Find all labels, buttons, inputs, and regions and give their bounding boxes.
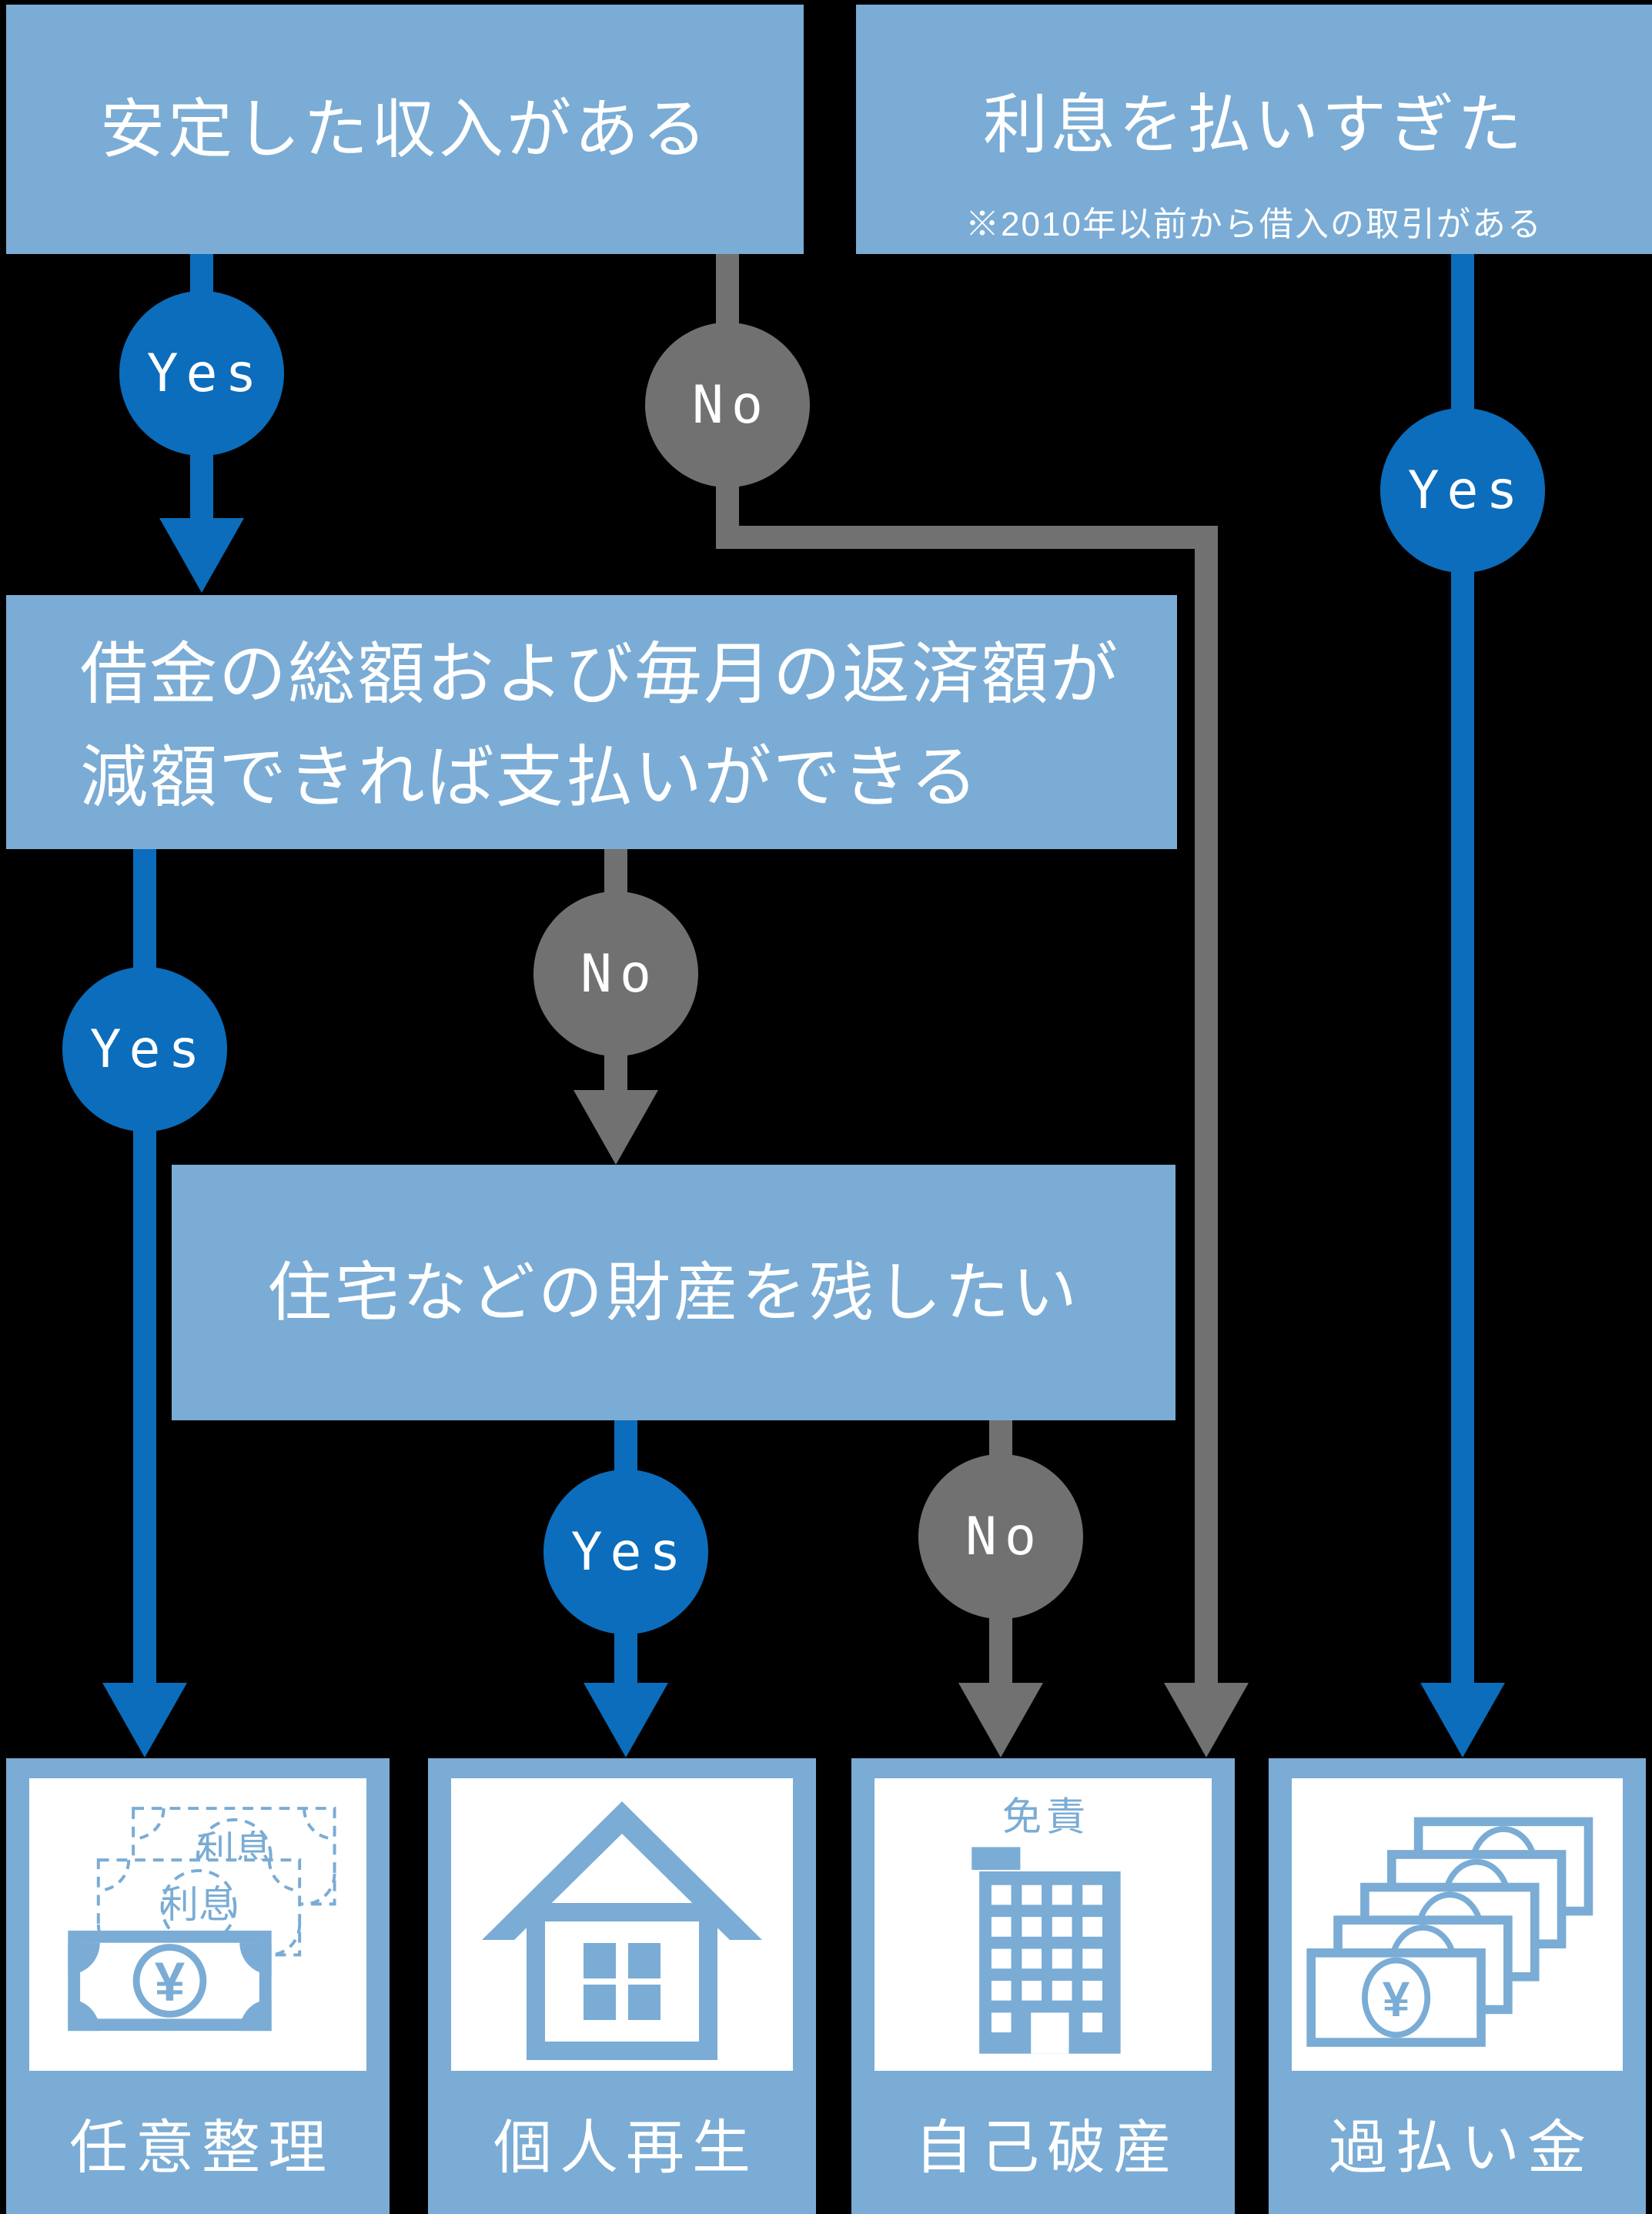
question-box-stable-income: 安定した収入がある <box>6 5 804 254</box>
arrowhead-into-voluntary-liquidation <box>102 1683 187 1757</box>
result-label-voluntary-liquidation: 任意整理 <box>69 2115 334 2181</box>
question-text-stable-income: 安定した収入がある <box>99 92 710 166</box>
banknote-1-front: ¥ <box>1306 1948 1486 2047</box>
connector-no-long-drop-to-bankruptcy <box>1195 526 1218 1683</box>
result-icon-panel: 免責 <box>874 1778 1212 2071</box>
banknote-stack-icon: ¥ <box>1306 1817 1593 2047</box>
no-badge-label: No <box>965 1506 1044 1567</box>
arrowhead-into-overpayment-refund <box>1420 1683 1505 1757</box>
result-box-bankruptcy: 免責 自己破産 <box>851 1758 1235 2214</box>
arrowhead-into-individual-rehabilitation <box>584 1683 668 1757</box>
question-text-reducible-payment-line1: 借金の総額および毎月の返済額が <box>80 636 1120 712</box>
result-icon-panel: ¥ <box>1292 1778 1623 2071</box>
question-box-keep-property: 住宅などの財産を残したい <box>172 1165 1175 1420</box>
house-body <box>527 1903 717 2060</box>
result-label-bankruptcy: 自己破産 <box>915 2115 1179 2181</box>
yen-symbol: ¥ <box>1383 1972 1410 2027</box>
question-text-reducible-payment-line2: 減額できれば支払いができる <box>80 739 980 815</box>
yes-badge-label: Yes <box>89 1018 208 1080</box>
result-box-overpayment-refund: ¥ 過払い金 <box>1269 1758 1646 2214</box>
no-badge-stable-income: No <box>645 323 810 487</box>
no-badge-reducible-payment: No <box>533 891 698 1056</box>
interest-label-front: 利息 <box>161 1884 237 1926</box>
question-note-overpaid-interest: ※2010年以前から借入の取引がある <box>965 205 1543 243</box>
building-sign <box>971 1847 1021 1870</box>
question-box-reducible-payment: 借金の総額および毎月の返済額が 減額できれば支払いができる <box>6 595 1177 849</box>
banknote-interest-cut-icon: 利息 利息 <box>68 1807 336 2032</box>
yes-badge-overpaid-interest: Yes <box>1380 408 1545 573</box>
arrowhead-into-keep-property-question <box>574 1090 658 1165</box>
house-window <box>584 1943 660 2020</box>
yes-badge-label: Yes <box>146 343 265 404</box>
result-icon-panel: 利息 利息 <box>29 1778 366 2071</box>
arrowhead-into-bankruptcy-right <box>1164 1683 1249 1757</box>
no-badge-label: No <box>692 374 771 436</box>
yes-badge-label: Yes <box>570 1521 689 1583</box>
yes-badge-label: Yes <box>1407 460 1526 521</box>
no-badge-label: No <box>580 943 659 1005</box>
question-text-overpaid-interest: 利息を払いすぎた <box>982 89 1525 161</box>
connector-no-from-stable-income-horizontal <box>716 526 1218 549</box>
house-icon <box>482 1801 762 2060</box>
result-box-voluntary-liquidation: 利息 利息 <box>6 1758 390 2214</box>
discharge-label: 免責 <box>1002 1794 1090 1838</box>
solid-banknote: ¥ <box>68 1930 272 2032</box>
result-label-overpayment-refund: 過払い金 <box>1329 2115 1593 2181</box>
result-icon-panel <box>451 1778 793 2071</box>
yes-badge-keep-property: Yes <box>543 1470 708 1634</box>
bankruptcy-building-icon: 免責 <box>971 1794 1121 2054</box>
question-text-keep-property: 住宅などの財産を残したい <box>266 1256 1080 1329</box>
arrowhead-into-reduction-question <box>159 518 244 593</box>
house-roof <box>482 1801 762 1940</box>
building-door <box>1031 2012 1069 2054</box>
result-box-individual-rehabilitation: 個人再生 <box>428 1758 816 2214</box>
arrowhead-into-bankruptcy-left <box>958 1683 1043 1757</box>
no-badge-keep-property: No <box>918 1454 1083 1619</box>
yes-badge-reducible-payment: Yes <box>62 967 227 1132</box>
building-windows <box>991 1885 1102 2033</box>
question-box-overpaid-interest: 利息を払いすぎた ※2010年以前から借入の取引がある <box>856 5 1652 254</box>
yes-badge-stable-income: Yes <box>119 291 284 456</box>
result-label-individual-rehabilitation: 個人再生 <box>493 2115 758 2181</box>
yen-symbol: ¥ <box>155 1951 186 2012</box>
